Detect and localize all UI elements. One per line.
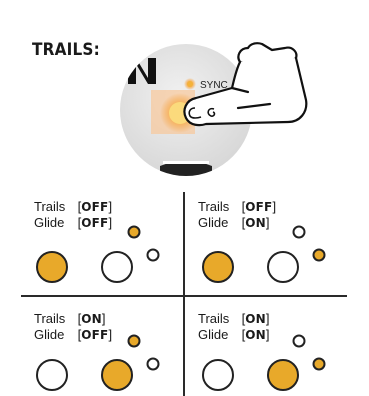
trail-circle-empty (37, 360, 67, 390)
quadrant-bottom-left: Trails [ON] Glide [OFF] (34, 311, 112, 343)
glide-label: Glide (34, 327, 74, 343)
trails-value: ON (81, 312, 102, 326)
trail-circle-filled (203, 252, 233, 282)
trails-row: Trails [ON] (198, 311, 270, 327)
finger-press-illustration: SYNC (0, 0, 369, 180)
small-dot-filled (129, 227, 140, 238)
trails-label: Trails (198, 199, 238, 215)
glide-value: ON (245, 216, 266, 230)
glide-value: OFF (81, 328, 108, 342)
glide-value: ON (245, 328, 266, 342)
glide-row: Glide [OFF] (34, 215, 112, 231)
glide-label: Glide (198, 215, 238, 231)
glide-row: Glide [OFF] (34, 327, 112, 343)
grid-vertical-divider (183, 192, 185, 396)
trails-label: Trails (198, 311, 238, 327)
glide-row: Glide [ON] (198, 215, 276, 231)
small-dot-filled (129, 336, 140, 347)
glide-row: Glide [ON] (198, 327, 270, 343)
trail-circle-filled (268, 360, 298, 390)
glide-label: Glide (34, 215, 74, 231)
trails-row: Trails [OFF] (34, 199, 112, 215)
trails-label: Trails (34, 311, 74, 327)
small-dot-empty (294, 227, 305, 238)
trails-label: Trails (34, 199, 74, 215)
trail-circle-filled (37, 252, 67, 282)
quadrant-top-right: Trails [OFF] Glide [ON] (198, 199, 276, 231)
small-dot-filled (314, 250, 325, 261)
glide-label: Glide (198, 327, 238, 343)
small-dot-empty (294, 336, 305, 347)
glide-value: OFF (81, 216, 108, 230)
trail-circle-filled (102, 360, 132, 390)
trails-value: ON (245, 312, 266, 326)
trail-circle-empty (102, 252, 132, 282)
trail-circle-empty (203, 360, 233, 390)
small-dot-empty (148, 359, 159, 370)
trails-row: Trails [ON] (34, 311, 112, 327)
grid-horizontal-divider (21, 295, 347, 297)
small-dot-empty (148, 250, 159, 261)
quadrant-top-left: Trails [OFF] Glide [OFF] (34, 199, 112, 231)
trails-value: OFF (245, 200, 272, 214)
small-dot-filled (314, 359, 325, 370)
sync-led (184, 78, 196, 90)
quadrant-bottom-right: Trails [ON] Glide [ON] (198, 311, 270, 343)
trail-circle-empty (268, 252, 298, 282)
trails-row: Trails [OFF] (198, 199, 276, 215)
trails-value: OFF (81, 200, 108, 214)
